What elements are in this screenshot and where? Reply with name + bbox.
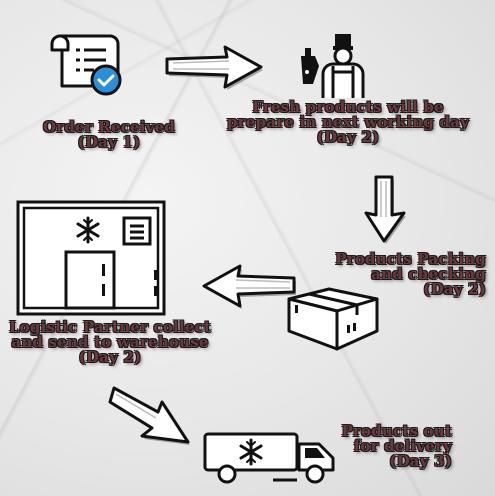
step-2-line-2: prepare in next working day [226, 113, 470, 131]
package-box-icon [287, 287, 379, 351]
step-4-line-2: and send to warehouse [11, 333, 209, 351]
step-1-line-1: Order Received [42, 118, 176, 136]
step-3-line-3: (Day 2) [423, 280, 486, 298]
arrow-diagonal-1 [108, 386, 190, 445]
step-5-line-2: for delivery [353, 437, 452, 455]
arrow-right-1 [165, 45, 263, 90]
arrow-left-1 [202, 264, 296, 309]
step-5-label: Products out for delivery (Day 3) [320, 424, 452, 469]
step-5-line-1: Products out [341, 422, 452, 440]
step-4-line-3: (Day 2) [78, 348, 142, 366]
step-1-label: Order Received (Day 1) [24, 120, 194, 150]
step-3-line-1: Products Packing [335, 250, 486, 268]
step-3-line-2: and checking [371, 265, 486, 283]
refrigerated-truck-icon [203, 432, 335, 484]
step-1-line-2: (Day 1) [77, 133, 141, 151]
arrow-down-1 [364, 175, 406, 244]
step-3-label: Products Packing and checking (Day 2) [300, 252, 486, 297]
step-4-label: Logistic Partner collect and send to war… [2, 320, 218, 365]
cold-storage-room-icon [16, 200, 166, 316]
butcher-icon [301, 34, 365, 98]
step-5-line-3: (Day 3) [389, 452, 452, 470]
step-2-line-1: Fresh products will be [252, 98, 444, 116]
step-4-line-1: Logistic Partner collect [8, 318, 212, 336]
receipt-check-icon [50, 34, 122, 96]
step-2-label: Fresh products will be prepare in next w… [210, 100, 486, 145]
step-2-line-3: (Day 2) [316, 128, 380, 146]
